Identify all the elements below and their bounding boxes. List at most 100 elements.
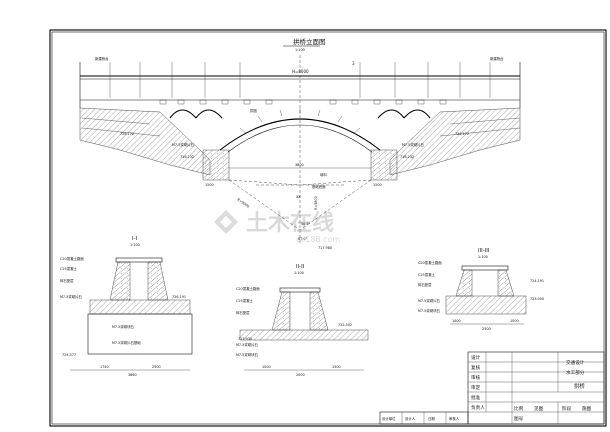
left-bank [79, 107, 211, 176]
dim-left: 1500 [205, 183, 214, 187]
section-1-dim-1: 1740 [100, 365, 109, 369]
base-note: 基础底面 [312, 184, 326, 189]
arch-voussoir-lines [239, 108, 361, 134]
left-abutment-note: M7.5浆砌片石 [172, 142, 194, 147]
section-2-note-4: M7.5浆砌块石 [236, 352, 258, 357]
section-1-cap [115, 257, 163, 263]
section-1: I-I 1:100 C20混凝土路面 C25混凝土 碎石垫层 M7.5浆砌片石 … [60, 236, 193, 377]
section-1-note-4: M7.5浆砌块石 [112, 324, 134, 329]
section-1-elev-0: 726.191 [172, 295, 186, 299]
section-2-base [239, 329, 369, 341]
elev-mid-left: 716.232 [180, 155, 194, 159]
section-2-note-0: C20混凝土路面 [236, 286, 260, 291]
section-3-dim-1: 2500 [482, 327, 491, 331]
section-3-elev-1: 723.000 [530, 297, 544, 301]
section-2-dim-1: 2000 [296, 373, 305, 377]
tb-row-4: 批准 [471, 394, 481, 401]
tb-stage-val: 施图 [582, 405, 592, 412]
tb-drawing-name: 拱桥 [574, 382, 585, 390]
right-abutment-note: M7.5浆砌片石 [402, 142, 424, 147]
section-1-note-5: M7.5浆砌片石基础 [112, 340, 141, 345]
section-3-note-4: M7.5浆砌块石 [418, 308, 440, 313]
section-1-note-2: 碎石垫层 [60, 278, 74, 283]
elevation-scale: 1:100 [295, 48, 305, 52]
section-2-note-2: 碎石垫层 [236, 310, 250, 315]
section-1-base [89, 299, 191, 315]
right-bank [389, 107, 521, 176]
tb-scale-label: 比例 [514, 405, 524, 412]
tb-row-1: 复核 [471, 364, 481, 371]
section-3-note-3: M7.5浆砌片石 [418, 298, 440, 303]
elevation-view: 拱桥立面图 1:100 新建桥台 新建桥台 H=8000 3 [79, 37, 521, 250]
section-1-wall-right [147, 261, 169, 301]
section-1-note-1: C25混凝土 [60, 266, 77, 271]
tb-scale-val: 见图 [534, 406, 544, 412]
section-3-note-1: C25混凝土 [418, 272, 435, 277]
spandrel-arches [159, 99, 447, 119]
watermark-logo-icon [214, 210, 238, 234]
section-3-note-2: 碎石垫层 [418, 282, 432, 287]
tb-row-3: 审定 [471, 384, 481, 391]
title-block: 设计 复核 审核 审定 批准 负责人 交通设计 水工部分 拱桥 比例 见图 阶段… [379, 351, 605, 425]
section-2-note-3: M7.5浆砌片石 [236, 342, 258, 347]
angle-label-2: 67.0° [298, 237, 308, 241]
geometry-lines [228, 179, 372, 231]
section-2: II-II 1:100 C20混凝土路面 C25混凝土 碎石垫层 M7.5浆砌片… [236, 264, 369, 377]
right-abutment-block [370, 149, 398, 181]
dim-bottom: 3800 [295, 163, 304, 167]
section-3-wall-left [455, 269, 473, 297]
section-1-scale: 1:100 [130, 243, 140, 247]
tb-bottom-1: 设计人 [405, 416, 416, 421]
section-2-wall-left [271, 291, 291, 331]
section-3: III-III 1:100 C20混凝土路面 C25混凝土 碎石垫层 M7.5浆… [418, 248, 544, 331]
station-marks [109, 62, 491, 98]
section-1-dim-0: 3860 [128, 373, 137, 377]
tb-bottom-0: 设计单位 [382, 416, 396, 421]
section-1-dim-2: 2500 [152, 365, 161, 369]
section-1-note-3: M7.5浆砌片石 [60, 294, 82, 299]
left-abutment-block [202, 149, 230, 181]
dim-right: 1500 [373, 183, 382, 187]
tb-sheet-label: 图号 [514, 416, 524, 422]
tb-bottom-3: 审核人 [449, 416, 460, 421]
watermark: 土木在线 co188.com [214, 210, 340, 244]
section-1-elev-1: 724.377 [62, 353, 76, 357]
span-label: H=8000 [292, 69, 309, 74]
section-2-scale: 1:100 [294, 271, 304, 275]
section-2-wall-right [309, 291, 329, 331]
main-arch-intrados [227, 124, 373, 153]
fill-note: 填料 [320, 172, 327, 177]
section-3-note-0: C20混凝土路面 [418, 260, 442, 265]
section-2-dim-2: 1500 [332, 365, 341, 369]
bank-strata [81, 117, 521, 137]
elev-left: 726.172 [120, 132, 134, 136]
section-2-elev-0: 722.302 [338, 323, 352, 327]
tb-bottom-2: 日期 [428, 416, 435, 421]
section-2-title: II-II [296, 264, 305, 270]
section-1-title: I-I [132, 236, 138, 242]
section-2-note-1: C25混凝土 [236, 298, 253, 303]
inner-frame [51, 31, 605, 425]
elev-bottom: 717.980 [318, 246, 332, 250]
left-abutment-label: 新建桥台 [95, 56, 109, 61]
elev-mid-right: 716.232 [400, 155, 414, 159]
tb-project: 水工部分 [566, 369, 585, 376]
section-1-foundation [87, 313, 193, 355]
watermark-brand: 土木在线 [246, 210, 334, 236]
main-arch-extrados [219, 118, 381, 151]
angle-label: 50.5° [301, 222, 311, 226]
tb-stage-label: 阶段 [562, 405, 572, 412]
section-3-elev-0: 724.191 [530, 279, 544, 283]
outer-frame [49, 29, 607, 427]
tb-row-2: 审核 [471, 374, 481, 381]
section-3-dim-0: 1000 [452, 319, 461, 323]
elev-right: 726.172 [455, 132, 469, 136]
section-2-cap [279, 287, 321, 293]
tb-row-5: 负责人 [471, 404, 485, 411]
watermark-url: co188.com [296, 235, 340, 244]
section-3-dim-2: 1000 [510, 319, 519, 323]
section-1-note-0: C20混凝土路面 [60, 256, 84, 261]
section-1-wall-left [109, 261, 131, 301]
tb-design-unit: 交通设计 [566, 359, 585, 366]
